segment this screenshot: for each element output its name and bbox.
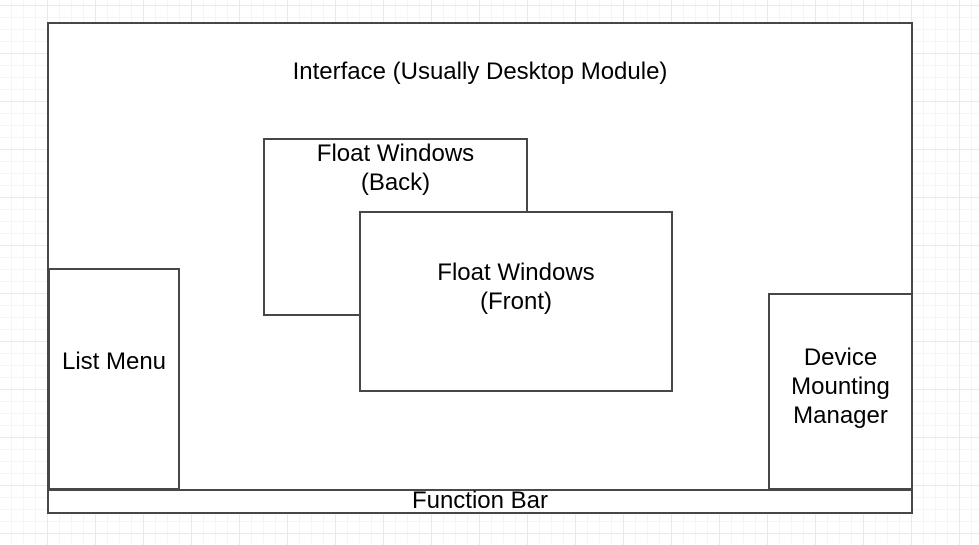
list-menu-label: List Menu: [61, 348, 167, 375]
device-mounting-manager-box[interactable]: Device Mounting Manager: [768, 293, 913, 490]
float-windows-front-box[interactable]: Float Windows (Front): [359, 211, 673, 392]
device-mounting-manager-label: Device Mounting Manager: [770, 295, 911, 430]
device-mounting-manager-line1: Device: [803, 344, 878, 371]
function-bar-box[interactable]: Function Bar: [47, 489, 913, 514]
device-mounting-manager-line2: Mounting: [791, 372, 890, 400]
float-windows-front-label: Float Windows (Front): [361, 213, 671, 317]
interface-label: Interface (Usually Desktop Module): [292, 58, 668, 85]
float-windows-back-label: Float Windows (Back): [265, 140, 526, 198]
device-mounting-manager-line3: Manager: [793, 401, 888, 429]
float-windows-back-line1: Float Windows: [316, 140, 475, 167]
float-windows-back-line2: (Back): [360, 168, 431, 196]
function-bar-label: Function Bar: [411, 487, 549, 514]
list-menu-box[interactable]: List Menu: [48, 268, 180, 490]
float-windows-front-line1: Float Windows: [437, 259, 595, 286]
float-windows-front-line2: (Front): [480, 287, 552, 315]
